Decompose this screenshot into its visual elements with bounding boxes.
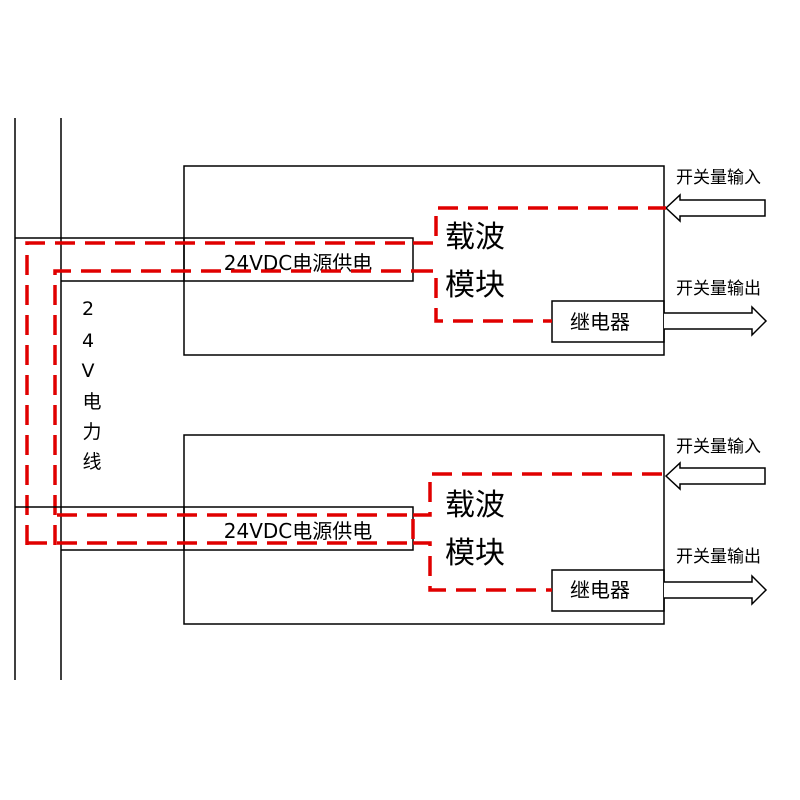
output-label: 开关量输出 bbox=[676, 279, 761, 299]
carrier-module-label: 模块 bbox=[445, 536, 505, 571]
carrier-module-label: 载波 bbox=[445, 220, 505, 255]
output-arrow bbox=[664, 305, 768, 337]
input-label: 开关量输入 bbox=[676, 168, 761, 188]
output-label: 开关量输出 bbox=[676, 547, 761, 567]
powerline-label-char: V bbox=[82, 360, 95, 382]
carrier-to-relay-path bbox=[413, 269, 552, 323]
unit-2: 24VDC电源供电 载波 模块 继电器 开关量输入 开关量输出 bbox=[15, 434, 768, 625]
input-label: 开关量输入 bbox=[676, 437, 761, 457]
powerline-label-char: 力 bbox=[82, 421, 101, 443]
input-arrow bbox=[664, 461, 766, 491]
carrier-signal-path bbox=[27, 513, 415, 545]
powerline-label: 2 4 V 电 力 线 bbox=[82, 298, 102, 473]
relay-label: 继电器 bbox=[570, 578, 630, 602]
input-arrow bbox=[664, 193, 766, 223]
powerline-label-char: 4 bbox=[82, 330, 94, 352]
carrier-signal-path bbox=[25, 241, 413, 545]
carrier-to-relay-path bbox=[413, 541, 552, 592]
output-arrow bbox=[664, 574, 768, 606]
carrier-to-input-path bbox=[413, 206, 666, 245]
unit-1: 24VDC电源供电 载波 模块 继电器 开关量输入 开关量输出 bbox=[15, 165, 768, 545]
power-supply-label: 24VDC电源供电 bbox=[224, 519, 373, 543]
power-supply-box bbox=[183, 237, 414, 282]
carrier-module-label: 载波 bbox=[445, 488, 505, 523]
powerline-label-char: 线 bbox=[82, 451, 101, 473]
powerline-label-char: 2 bbox=[82, 298, 94, 320]
relay-label: 继电器 bbox=[570, 310, 630, 334]
powerline-label-char: 电 bbox=[82, 391, 101, 413]
carrier-to-input-path bbox=[413, 472, 666, 517]
carrier-module-label: 模块 bbox=[445, 268, 505, 303]
